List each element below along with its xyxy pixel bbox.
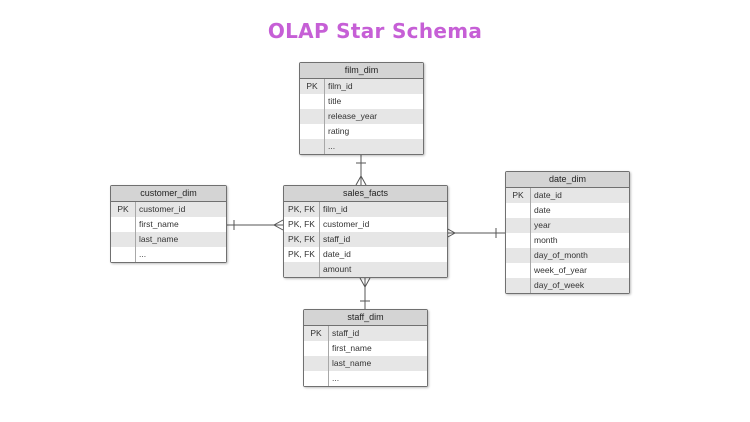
key-label: [300, 109, 325, 124]
key-label: [111, 247, 136, 262]
field-name: film_id: [328, 81, 353, 91]
key-label: [284, 262, 320, 277]
entity-header: film_dim: [300, 63, 423, 79]
key-label: [300, 94, 325, 109]
entity-row: title: [300, 94, 423, 109]
entity-row: ...: [300, 139, 423, 154]
entity-header: sales_facts: [284, 186, 447, 202]
entity-row: last_name: [304, 356, 427, 371]
connector-sales-customer: [226, 219, 284, 231]
entity-row: last_name: [111, 232, 226, 247]
connector-sales-date: [445, 227, 505, 239]
key-label: [506, 263, 531, 278]
key-label: PK, FK: [284, 247, 320, 262]
field-name: customer_id: [323, 219, 370, 229]
key-label: PK: [506, 188, 531, 203]
entity-row: amount: [284, 262, 447, 277]
key-label: [304, 371, 329, 386]
field-name: title: [328, 96, 342, 106]
key-label: [300, 139, 325, 154]
field-name: customer_id: [139, 204, 186, 214]
field-name: day_of_week: [534, 280, 585, 290]
field-name: rating: [328, 126, 350, 136]
key-label: [300, 124, 325, 139]
key-label: [111, 232, 136, 247]
field-name: date_id: [323, 249, 351, 259]
field-name: release_year: [328, 111, 378, 121]
field-name: date: [534, 205, 551, 215]
field-name: staff_id: [323, 234, 351, 244]
entity-header: date_dim: [506, 172, 629, 188]
entity-row: first_name: [111, 217, 226, 232]
field-name: day_of_month: [534, 250, 588, 260]
key-label: PK: [300, 79, 325, 94]
field-name: ...: [332, 373, 340, 383]
field-name: date_id: [534, 190, 562, 200]
connector-sales-film: [355, 155, 367, 186]
key-label: PK, FK: [284, 202, 320, 217]
field-name: film_id: [323, 204, 348, 214]
entity-row: month: [506, 233, 629, 248]
key-label: [506, 218, 531, 233]
entity-row: date: [506, 203, 629, 218]
key-label: PK, FK: [284, 217, 320, 232]
entity-row: week_of_year: [506, 263, 629, 278]
entity-row: year: [506, 218, 629, 233]
field-name: week_of_year: [534, 265, 587, 275]
key-label: PK: [304, 326, 329, 341]
key-label: PK: [111, 202, 136, 217]
entity-row: first_name: [304, 341, 427, 356]
key-label: [304, 341, 329, 356]
field-name: ...: [139, 249, 147, 259]
entity-header: customer_dim: [111, 186, 226, 202]
entity-row: ...: [111, 247, 226, 262]
key-label: [304, 356, 329, 371]
field-name: last_name: [139, 234, 179, 244]
field-name: first_name: [332, 343, 372, 353]
key-label: [506, 248, 531, 263]
entity-row: day_of_month: [506, 248, 629, 263]
key-label: [111, 217, 136, 232]
field-name: amount: [323, 264, 352, 274]
field-name: last_name: [332, 358, 372, 368]
entity-row: rating: [300, 124, 423, 139]
diagram-title: OLAP Star Schema: [267, 19, 483, 43]
key-label: [506, 203, 531, 218]
entity-row: day_of_week: [506, 278, 629, 293]
field-name: month: [534, 235, 558, 245]
connector-sales-staff: [359, 277, 371, 310]
field-name: first_name: [139, 219, 179, 229]
entity-row: ...: [304, 371, 427, 386]
entity-row: release_year: [300, 109, 423, 124]
field-name: staff_id: [332, 328, 360, 338]
field-name: year: [534, 220, 551, 230]
entity-header: staff_dim: [304, 310, 427, 326]
key-label: [506, 233, 531, 248]
field-name: ...: [328, 141, 336, 151]
key-label: PK, FK: [284, 232, 320, 247]
key-label: [506, 278, 531, 293]
